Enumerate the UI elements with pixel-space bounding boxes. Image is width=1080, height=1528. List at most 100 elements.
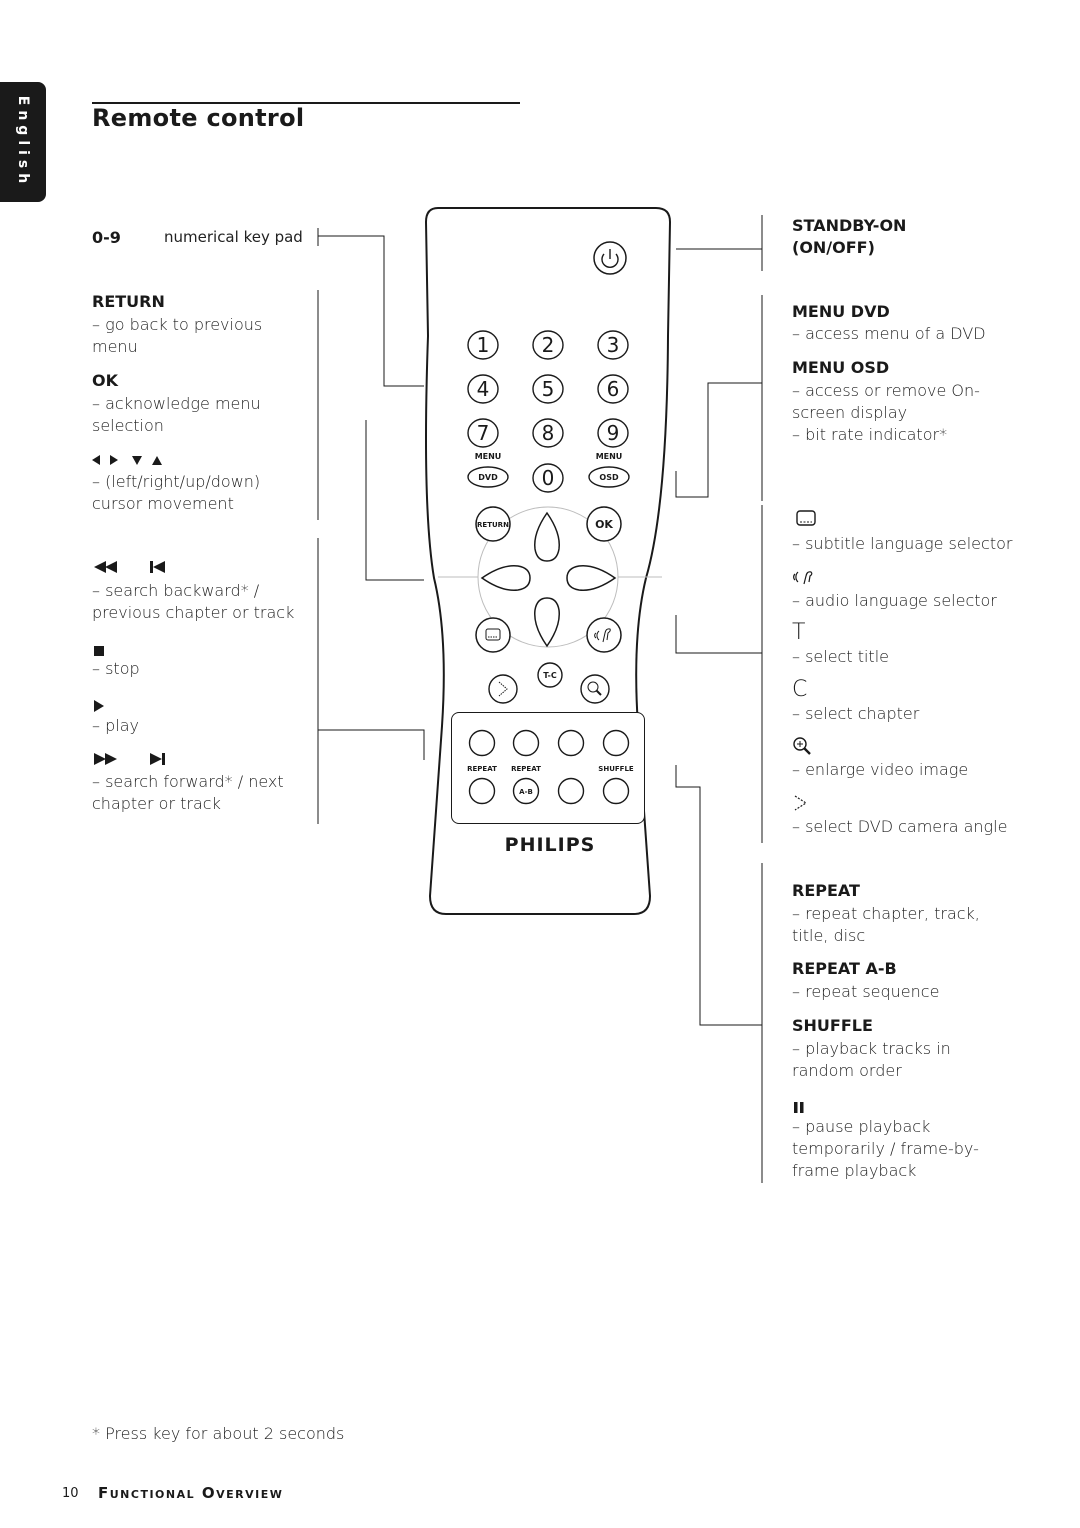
cursor-desc: – (left/right/up/down) cursor movement	[92, 472, 261, 513]
subtitle-desc: – subtitle language selector	[792, 534, 1013, 553]
stop-button[interactable]	[512, 729, 540, 761]
tc-label: T-C	[543, 671, 557, 680]
ok-desc: – acknowledge menu selection	[92, 394, 261, 435]
angle-desc: – select DVD camera angle	[792, 817, 1008, 836]
audio-button[interactable]	[584, 616, 624, 658]
digit-button-7[interactable]: 7	[466, 418, 500, 452]
digit-button-3[interactable]: 3	[596, 330, 630, 364]
menu-osd-desc1: – access or remove On-screen display	[792, 381, 980, 422]
ab-label: A-B	[519, 788, 533, 796]
menu-dvd-label: MENU	[474, 452, 502, 461]
digit-label-6: 6	[607, 377, 620, 401]
audio-icon	[792, 568, 818, 590]
search-fwd-desc: – search forward* / next chapter or trac…	[92, 772, 284, 813]
digit-label-1: 1	[477, 333, 490, 357]
cursor-arrows-icon	[92, 452, 172, 471]
digit-button-0[interactable]: 0	[531, 463, 565, 497]
skip-button[interactable]	[602, 729, 630, 761]
digit-button-4[interactable]: 4	[466, 374, 500, 408]
title-chapter-button[interactable]: T-C	[535, 661, 565, 693]
dvd-label: DVD	[478, 473, 498, 482]
stop-desc: – stop	[92, 659, 140, 678]
digit-button-9[interactable]: 9	[596, 418, 630, 452]
subtitle-icon	[796, 510, 818, 532]
pause-button[interactable]	[468, 729, 496, 761]
angle-button[interactable]	[486, 673, 520, 709]
ok-key: OK	[92, 371, 118, 390]
search-back-desc: – search backward* / previous chapter or…	[92, 581, 295, 622]
audio-desc: – audio language selector	[792, 591, 997, 610]
search-back-icon	[94, 560, 174, 579]
repeat-ab-key: REPEAT A-B	[792, 959, 897, 978]
navigation-cluster	[438, 506, 662, 648]
chapter-symbol: C	[792, 677, 808, 702]
digit-label-0: 0	[542, 466, 555, 490]
title-rule	[92, 102, 520, 104]
shuffle-key: SHUFFLE	[792, 1016, 873, 1035]
title-symbol: T	[792, 620, 806, 645]
shuffle-button-label: SHUFFLE	[598, 765, 634, 773]
digit-button-2[interactable]: 2	[531, 330, 565, 364]
digit-label-5: 5	[542, 377, 555, 401]
menu-osd-desc2: – bit rate indicator*	[792, 425, 948, 444]
title-desc: – select title	[792, 647, 889, 666]
zoom-icon	[792, 736, 814, 760]
pause-icon	[794, 1099, 806, 1118]
page-title: Remote control	[92, 104, 305, 132]
stop-icon	[94, 643, 106, 662]
shuffle-button[interactable]	[602, 777, 630, 809]
repeat-button[interactable]	[468, 777, 496, 809]
standby-key: STANDBY-ON (ON/OFF)	[792, 216, 907, 257]
right-arrow-button[interactable]	[565, 560, 617, 600]
digit-label-7: 7	[477, 421, 490, 445]
keypad-desc: numerical key pad	[164, 228, 303, 246]
play-button[interactable]	[557, 729, 585, 761]
digit-button-5[interactable]: 5	[531, 374, 565, 408]
menu-osd-button[interactable]: OSD	[587, 465, 631, 493]
digit-label-3: 3	[607, 333, 620, 357]
digit-label-9: 9	[607, 421, 620, 445]
angle-icon	[792, 794, 810, 816]
blank-button[interactable]	[557, 777, 585, 809]
down-arrow-button[interactable]	[529, 596, 565, 652]
repeat-key: REPEAT	[792, 881, 860, 900]
repeat-ab-button[interactable]: A-B	[512, 777, 540, 809]
repeat-ab-desc: – repeat sequence	[792, 982, 940, 1001]
digit-button-6[interactable]: 6	[596, 374, 630, 408]
menu-dvd-key: MENU DVD	[792, 302, 890, 321]
repeat-desc: – repeat chapter, track, title, disc	[792, 904, 980, 945]
menu-dvd-desc: – access menu of a DVD	[792, 324, 986, 343]
footnote: * Press key for about 2 seconds	[92, 1424, 345, 1443]
osd-label: OSD	[599, 473, 619, 482]
zoom-button[interactable]	[578, 673, 612, 709]
standby-button[interactable]	[593, 239, 627, 281]
chapter-desc: – select chapter	[792, 704, 920, 723]
return-button[interactable]: RETURN	[473, 506, 513, 546]
menu-osd-key: MENU OSD	[792, 358, 890, 377]
left-arrow-button[interactable]	[480, 560, 532, 600]
digit-label-2: 2	[542, 333, 555, 357]
search-fwd-icon	[94, 752, 174, 771]
digit-button-8[interactable]: 8	[531, 418, 565, 452]
zoom-desc: – enlarge video image	[792, 760, 969, 779]
ok-button-label: OK	[595, 518, 613, 531]
up-arrow-button[interactable]	[529, 511, 565, 567]
digit-button-1[interactable]: 1	[466, 330, 500, 364]
section-title: Functional Overview	[98, 1484, 284, 1502]
shuffle-desc: – playback tracks in random order	[792, 1039, 951, 1080]
digit-label-4: 4	[477, 377, 490, 401]
language-tab-label: English	[15, 95, 31, 189]
subtitle-button[interactable]	[473, 616, 513, 658]
return-button-label: RETURN	[477, 521, 509, 529]
page-number: 10	[62, 1486, 79, 1501]
brand-logo: PHILIPS	[504, 834, 596, 856]
language-tab: English	[0, 82, 46, 202]
pause-desc: – pause playback temporarily / frame-by-…	[792, 1117, 979, 1180]
left-callout-lines	[317, 228, 425, 824]
keypad-key: 0-9	[92, 228, 121, 247]
play-desc: – play	[92, 716, 139, 735]
menu-dvd-button[interactable]: DVD	[466, 465, 510, 493]
ok-button[interactable]: OK	[584, 506, 624, 546]
repeat-button-label: REPEAT	[467, 765, 497, 773]
right-callout-lines	[675, 215, 763, 1183]
